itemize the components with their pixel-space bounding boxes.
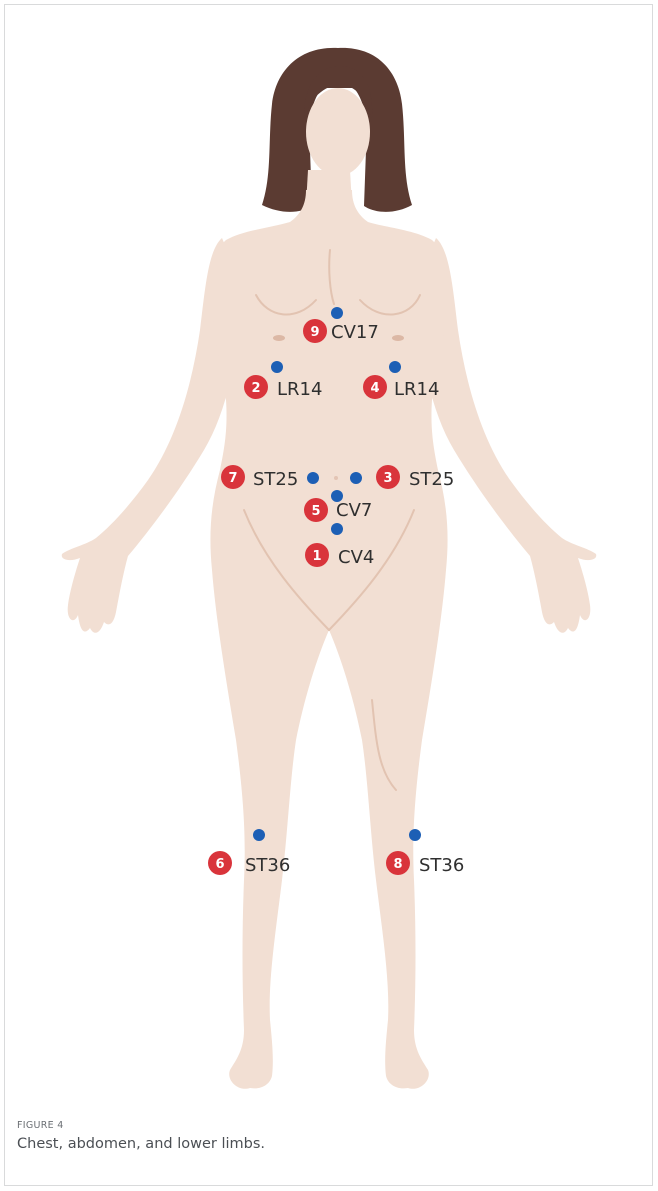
point-label-st36-right: 6 ST36 [208, 851, 290, 876]
acupoint-dot-cv4 [331, 523, 343, 535]
navel [334, 476, 338, 480]
point-name: LR14 [277, 379, 322, 400]
point-label-cv4: 1 CV4 [305, 543, 374, 568]
point-name: ST36 [419, 855, 464, 876]
acupoint-dot-st25-right [307, 472, 319, 484]
point-label-lr14-left: 4 LR14 [363, 375, 439, 400]
acupoint-dot-st25-left [350, 472, 362, 484]
point-name: CV4 [338, 547, 374, 568]
figure-caption: Chest, abdomen, and lower limbs. [17, 1136, 265, 1152]
point-name: ST25 [253, 469, 298, 490]
badge-number: 2 [251, 381, 260, 396]
badge-number: 5 [311, 504, 320, 519]
badge-number: 9 [310, 325, 319, 340]
point-label-cv7: 5 CV7 [304, 498, 372, 522]
nipple-left [273, 335, 285, 341]
acupoint-dot-lr14-left [389, 361, 401, 373]
point-label-st25-left: 3 ST25 [376, 465, 454, 490]
badge-number: 4 [370, 381, 379, 396]
point-label-cv17: 9 CV17 [303, 319, 379, 343]
badge-number: 8 [393, 857, 402, 872]
figure-label: FIGURE 4 [17, 1120, 64, 1131]
point-name: ST25 [409, 469, 454, 490]
point-name: CV17 [331, 322, 379, 343]
badge-number: 6 [215, 857, 224, 872]
acupoint-dot-st36-left [409, 829, 421, 841]
face [306, 88, 370, 176]
acupoint-dot-cv17 [331, 307, 343, 319]
acupoint-dot-lr14-right [271, 361, 283, 373]
badge-number: 3 [383, 471, 392, 486]
badge-number: 1 [312, 549, 321, 564]
nipple-right [392, 335, 404, 341]
point-label-lr14-right: 2 LR14 [244, 375, 322, 400]
badge-number: 7 [228, 471, 237, 486]
acupoint-dot-st36-right [253, 829, 265, 841]
point-name: ST36 [245, 855, 290, 876]
point-label-st36-left: 8 ST36 [386, 851, 464, 876]
point-name: LR14 [394, 379, 439, 400]
point-label-st25-right: 7 ST25 [221, 465, 298, 490]
point-name: CV7 [336, 500, 372, 521]
